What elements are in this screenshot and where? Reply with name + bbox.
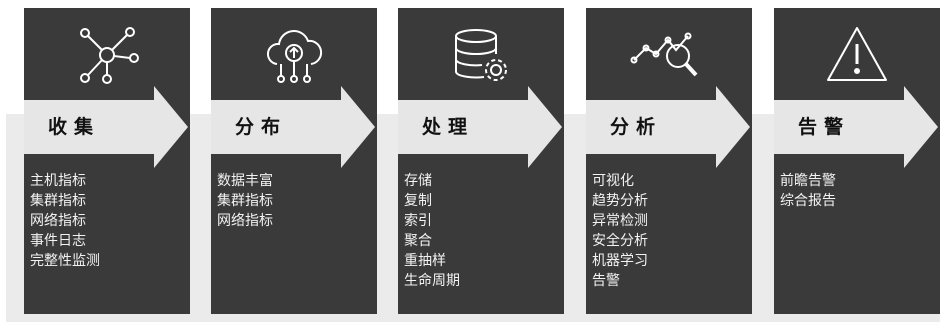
list-item: 网络指标 bbox=[217, 213, 273, 229]
list-item: 网络指标 bbox=[30, 213, 86, 229]
cloud-upload-icon bbox=[211, 16, 377, 94]
list-item: 综合报告 bbox=[780, 193, 836, 209]
stage-items-collect: 主机指标 集群指标 网络指标 事件日志 完整性监测 bbox=[30, 171, 100, 271]
stage-title-analyze: 分析 bbox=[610, 116, 663, 138]
list-item: 可视化 bbox=[592, 173, 634, 189]
stage-items-analyze: 可视化 趋势分析 异常检测 安全分析 机器学习 告警 bbox=[592, 171, 648, 291]
stage-arrow-distribute: 分布 bbox=[211, 86, 401, 168]
warning-triangle-icon bbox=[774, 16, 940, 94]
stage-title-alert: 告警 bbox=[798, 116, 851, 138]
stage-card-distribute: 分布 数据丰富 集群指标 网络指标 bbox=[211, 8, 377, 314]
database-gear-icon bbox=[398, 16, 564, 94]
list-item: 聚合 bbox=[404, 233, 432, 249]
list-item: 趋势分析 bbox=[592, 193, 648, 209]
stage-card-process: 处理 存储 复制 索引 聚合 重抽样 生命周期 bbox=[398, 8, 564, 314]
list-item: 完整性监测 bbox=[30, 253, 100, 269]
list-item: 异常检测 bbox=[592, 213, 648, 229]
stage-card-alert: 告警 前瞻告警 综合报告 bbox=[774, 8, 940, 314]
list-item: 告警 bbox=[592, 273, 620, 289]
stage-arrow-alert: 告警 bbox=[774, 86, 944, 168]
list-item: 安全分析 bbox=[592, 233, 648, 249]
list-item: 集群指标 bbox=[30, 193, 86, 209]
stage-card-analyze: 分析 可视化 趋势分析 异常检测 安全分析 机器学习 告警 bbox=[586, 8, 752, 314]
list-item: 索引 bbox=[404, 213, 432, 229]
list-item: 数据丰富 bbox=[217, 173, 273, 189]
list-item: 复制 bbox=[404, 193, 432, 209]
stage-items-process: 存储 复制 索引 聚合 重抽样 生命周期 bbox=[404, 171, 460, 291]
stage-card-collect: 收集 主机指标 集群指标 网络指标 事件日志 完整性监测 bbox=[24, 8, 190, 314]
stage-title-distribute: 分布 bbox=[235, 116, 288, 138]
stage-arrow-analyze: 分析 bbox=[586, 86, 776, 168]
stage-arrow-process: 处理 bbox=[398, 86, 588, 168]
list-item: 存储 bbox=[404, 173, 432, 189]
list-item: 重抽样 bbox=[404, 253, 446, 269]
stage-arrow-collect: 收集 bbox=[24, 86, 214, 168]
list-item: 主机指标 bbox=[30, 173, 86, 189]
stage-items-alert: 前瞻告警 综合报告 bbox=[780, 171, 836, 211]
list-item: 生命周期 bbox=[404, 273, 460, 289]
list-item: 集群指标 bbox=[217, 193, 273, 209]
stage-items-distribute: 数据丰富 集群指标 网络指标 bbox=[217, 171, 273, 231]
list-item: 机器学习 bbox=[592, 253, 648, 269]
list-item: 前瞻告警 bbox=[780, 173, 836, 189]
trend-magnifier-icon bbox=[586, 16, 752, 94]
stage-title-collect: 收集 bbox=[48, 116, 101, 138]
list-item: 事件日志 bbox=[30, 233, 86, 249]
network-nodes-icon bbox=[24, 16, 190, 94]
stage-title-process: 处理 bbox=[422, 116, 475, 138]
